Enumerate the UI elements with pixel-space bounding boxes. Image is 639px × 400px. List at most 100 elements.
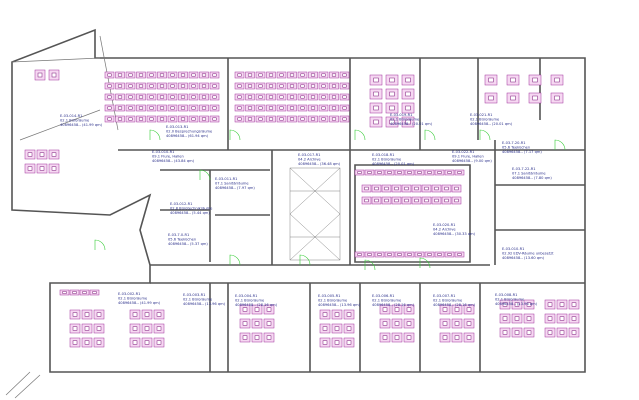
chair bbox=[404, 186, 409, 191]
chair bbox=[346, 312, 352, 317]
chair bbox=[364, 186, 369, 191]
chair bbox=[322, 326, 328, 331]
chair bbox=[397, 171, 402, 174]
chair bbox=[389, 119, 395, 125]
chair bbox=[387, 171, 392, 174]
chair bbox=[442, 335, 448, 340]
chair bbox=[117, 84, 123, 88]
chair bbox=[242, 307, 248, 312]
door-swing bbox=[354, 129, 366, 141]
chair bbox=[559, 302, 565, 307]
room-id: E-03-014-R1 bbox=[60, 114, 82, 118]
chair bbox=[406, 321, 412, 326]
chair bbox=[247, 95, 253, 99]
chair bbox=[212, 117, 217, 121]
chair bbox=[437, 171, 442, 174]
room-area: 40896458-- (41.99 qm) bbox=[60, 123, 103, 127]
chair bbox=[300, 117, 305, 121]
chair bbox=[156, 340, 162, 345]
chair bbox=[532, 77, 538, 83]
chair bbox=[342, 95, 347, 99]
chair bbox=[258, 117, 263, 121]
chair bbox=[180, 84, 186, 88]
chair bbox=[117, 73, 123, 77]
room-use: 02.1 Büroräume bbox=[495, 298, 525, 302]
chair bbox=[289, 117, 295, 121]
room-id: E-03-022-R1 bbox=[452, 150, 474, 154]
room-area: 40896458-- (5.37 qm) bbox=[168, 242, 208, 246]
chair bbox=[502, 302, 508, 307]
room-use: 09.1 Flure, Hallen bbox=[152, 155, 184, 159]
chair bbox=[72, 326, 78, 331]
chair bbox=[571, 330, 577, 335]
room-use: 02.1 Büroräume bbox=[60, 119, 90, 123]
chair bbox=[510, 95, 516, 101]
door-swing bbox=[364, 259, 376, 271]
door-swing bbox=[554, 139, 566, 151]
room-id: E-03-018-R1 bbox=[372, 153, 394, 157]
chair bbox=[138, 73, 144, 77]
chair bbox=[128, 117, 133, 121]
chair bbox=[457, 253, 462, 256]
chair bbox=[289, 84, 295, 88]
furniture-layer bbox=[24, 69, 580, 348]
chair bbox=[107, 73, 112, 77]
chair bbox=[170, 84, 175, 88]
chair bbox=[132, 340, 138, 345]
chair bbox=[117, 106, 123, 110]
chair bbox=[434, 198, 439, 203]
chair bbox=[417, 253, 422, 256]
chair bbox=[191, 117, 196, 121]
room-use: 02.1 Büroräume bbox=[372, 158, 402, 162]
chair bbox=[247, 117, 253, 121]
chair bbox=[447, 171, 452, 174]
chair bbox=[258, 73, 263, 77]
chair bbox=[466, 321, 472, 326]
door-swing bbox=[149, 129, 161, 141]
chair bbox=[191, 84, 196, 88]
chair bbox=[510, 77, 516, 83]
chair bbox=[374, 186, 379, 191]
chair bbox=[51, 152, 57, 157]
chair bbox=[334, 312, 340, 317]
chair bbox=[201, 84, 207, 88]
chair bbox=[300, 106, 305, 110]
chair bbox=[427, 171, 432, 174]
chair bbox=[547, 330, 553, 335]
chair bbox=[180, 95, 186, 99]
chair bbox=[72, 291, 77, 294]
chair bbox=[547, 302, 553, 307]
chair bbox=[367, 171, 372, 174]
room-use: 02.1 Büroräume bbox=[470, 118, 500, 122]
chair bbox=[62, 291, 67, 294]
chair bbox=[159, 117, 165, 121]
room-use: 02.1 Büroräume bbox=[372, 299, 402, 303]
room-use: 02.1 Büroräume bbox=[433, 299, 463, 303]
chair bbox=[279, 117, 284, 121]
chair bbox=[394, 321, 400, 326]
chair bbox=[373, 119, 379, 125]
chair bbox=[389, 91, 395, 97]
chair bbox=[382, 307, 388, 312]
room-use: 02.8 Bürotechnikräume bbox=[170, 207, 213, 211]
room-area: 40896458-- (28.16 qm) bbox=[235, 303, 278, 307]
room-id: E-03-7.22-R1 bbox=[512, 167, 536, 171]
chair bbox=[191, 106, 196, 110]
chair bbox=[394, 186, 399, 191]
chair bbox=[554, 95, 560, 101]
chair bbox=[27, 166, 33, 171]
room-id: E-03-008-R1 bbox=[495, 293, 517, 297]
chair bbox=[258, 106, 263, 110]
chair bbox=[424, 198, 429, 203]
chair bbox=[159, 73, 165, 77]
